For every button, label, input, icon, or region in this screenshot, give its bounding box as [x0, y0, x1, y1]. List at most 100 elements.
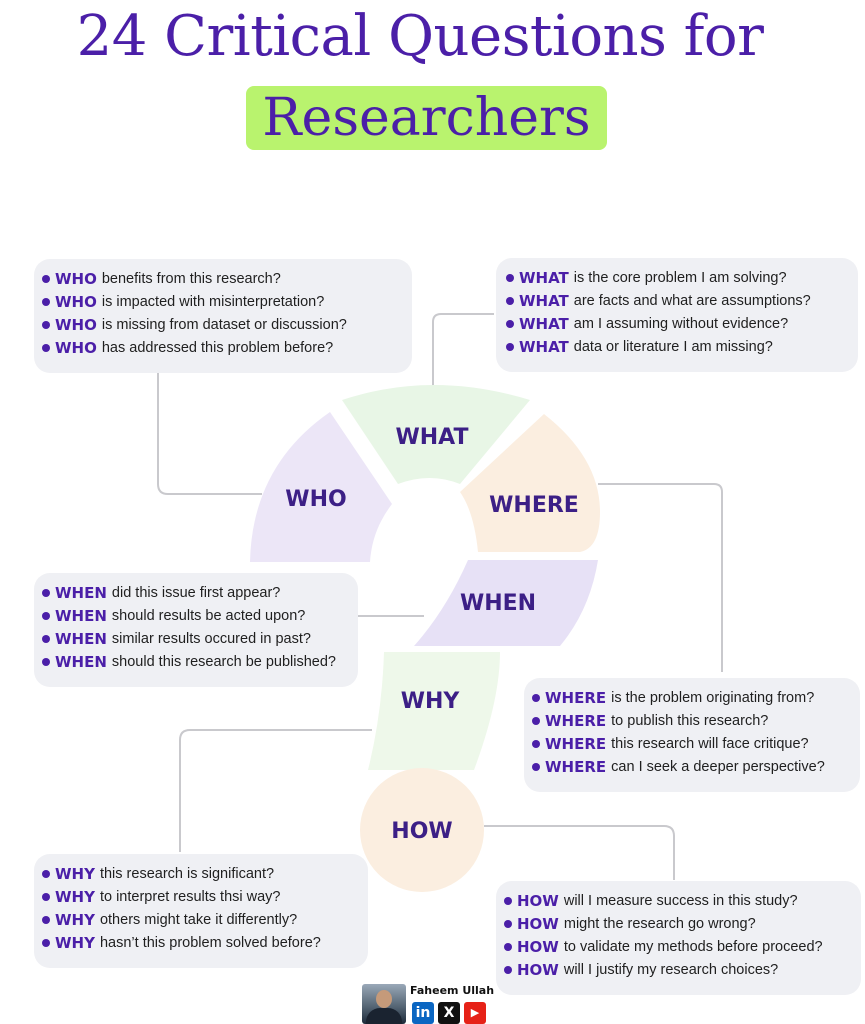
bullet-icon [504, 942, 512, 951]
question-keyword: WHEN [55, 606, 107, 625]
bullet-icon [42, 869, 50, 878]
segment-label-what: WHAT [395, 425, 468, 450]
question-keyword: WHERE [545, 734, 607, 753]
question-text: benefits from this research? [101, 270, 281, 287]
question-text: is the problem originating from? [611, 689, 815, 706]
segment-where [460, 414, 600, 552]
connector-why [179, 729, 372, 852]
question-keyword: WHEN [55, 583, 107, 602]
question-keyword: WHY [55, 933, 95, 952]
question-text: will I measure success in this study? [563, 892, 798, 909]
question-text: hasn’t this problem solved before? [99, 934, 321, 951]
bullet-icon [42, 274, 50, 283]
bullet-icon [506, 319, 514, 328]
question-text: similar results occured in past? [111, 630, 311, 647]
youtube-icon[interactable]: ▶ [464, 1002, 486, 1024]
question-keyword: WHAT [519, 291, 569, 310]
question-keyword: WHERE [545, 688, 607, 707]
segment-why [368, 652, 500, 770]
bullet-icon [504, 965, 512, 974]
question-keyword: WHY [55, 864, 95, 883]
question-text: this research is significant? [99, 865, 275, 882]
page-title: 24 Critical Questions for [76, 4, 764, 69]
segment-label-when: WHEN [460, 591, 536, 616]
bullet-icon [42, 915, 50, 924]
segment-when [414, 560, 598, 646]
segment-label-how: HOW [391, 819, 452, 844]
question-text: is missing from dataset or discussion? [101, 316, 347, 333]
question-text: am I assuming without evidence? [573, 315, 789, 332]
question-text: is the core problem I am solving? [573, 269, 787, 286]
question-text: has addressed this problem before? [101, 339, 334, 356]
bullet-icon [42, 938, 50, 947]
question-keyword: HOW [517, 914, 559, 933]
page-title-highlight: Researchers [246, 86, 607, 150]
question-keyword: WHO [55, 269, 97, 288]
bullet-icon [42, 343, 50, 352]
question-keyword: WHY [55, 887, 95, 906]
avatar [362, 984, 406, 1024]
segment-label-where: WHERE [489, 493, 579, 518]
question-text: others might take it differently? [99, 911, 298, 928]
question-keyword: WHEN [55, 629, 107, 648]
question-keyword: WHEN [55, 652, 107, 671]
question-keyword: WHAT [519, 268, 569, 287]
question-text: should results be acted upon? [111, 607, 306, 624]
bullet-icon [42, 634, 50, 643]
bullet-icon [42, 611, 50, 620]
question-text: to interpret results thsi way? [99, 888, 281, 905]
bullet-icon [506, 273, 514, 282]
bullet-icon [42, 892, 50, 901]
connector-how [484, 825, 675, 880]
question-text: should this research be published? [111, 653, 336, 670]
bullet-icon [42, 320, 50, 329]
question-text: is impacted with misinterpretation? [101, 293, 325, 310]
bullet-icon [504, 896, 512, 905]
x-icon[interactable]: X [438, 1002, 460, 1024]
question-text: can I seek a deeper perspective? [611, 758, 825, 775]
question-text: did this issue first appear? [111, 584, 281, 601]
author-name: Faheem Ullah [410, 984, 495, 997]
question-text: this research will face critique? [611, 735, 809, 752]
question-text: data or literature I am missing? [573, 338, 773, 355]
segment-how [360, 768, 484, 892]
question-keyword: HOW [517, 891, 559, 910]
linkedin-icon[interactable]: in [412, 1002, 434, 1024]
question-keyword: WHY [55, 910, 95, 929]
bullet-icon [532, 716, 540, 725]
question-keyword: WHERE [545, 711, 607, 730]
connector-what [432, 313, 494, 388]
question-text: might the research go wrong? [563, 915, 756, 932]
bullet-icon [42, 657, 50, 666]
question-keyword: WHERE [545, 757, 607, 776]
question-keyword: WHAT [519, 314, 569, 333]
question-keyword: HOW [517, 937, 559, 956]
bullet-icon [506, 342, 514, 351]
connector-lines [157, 313, 723, 880]
